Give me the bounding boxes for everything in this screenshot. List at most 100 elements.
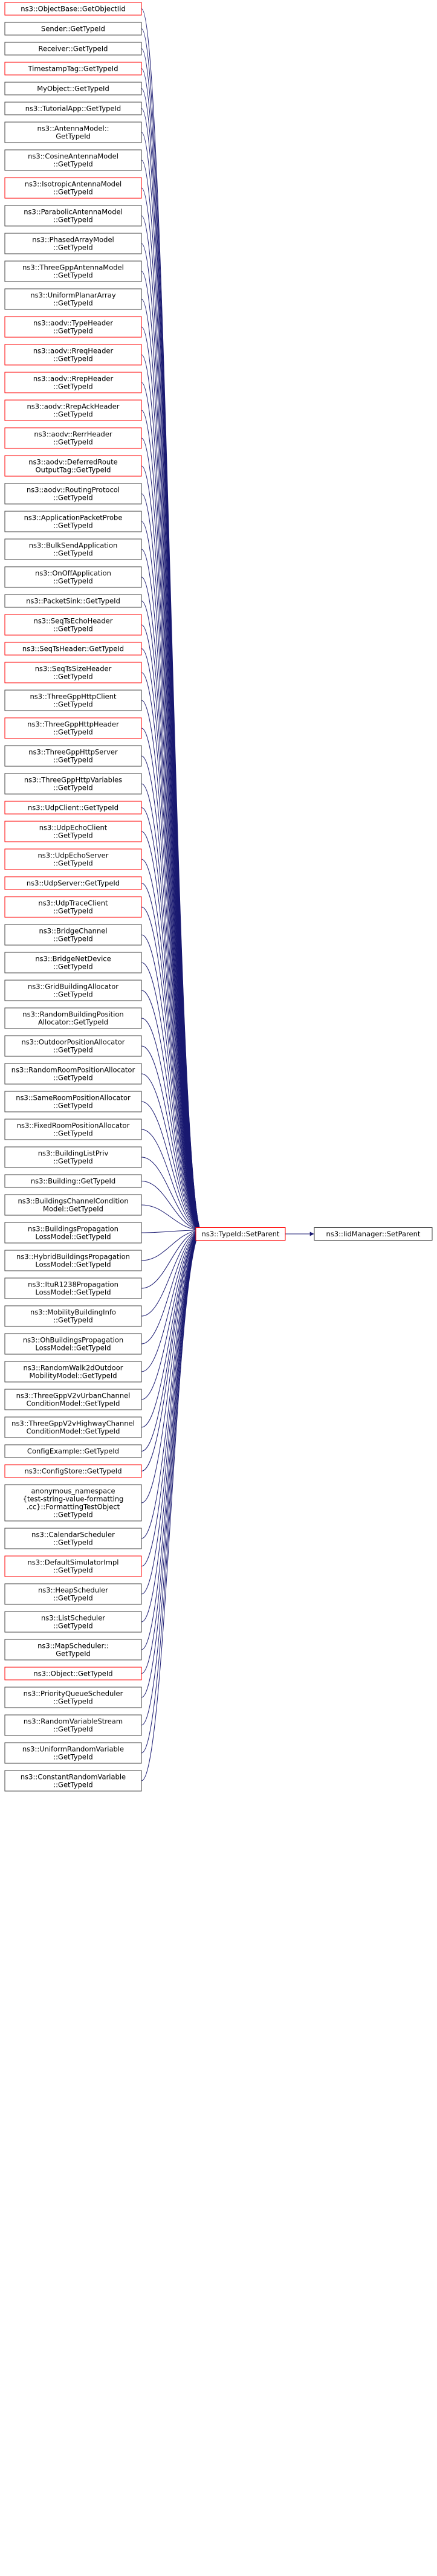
caller-node-box[interactable] [4, 427, 142, 449]
caller-node-label: ::GetTypeId [53, 1781, 92, 1789]
caller-nodes: ns3::ObjectBase::GetObjectIidSender::Get… [4, 2, 142, 1792]
caller-node-label: ns3::ObjectBase::GetObjectIid [21, 5, 125, 13]
caller-node[interactable]: ns3::aodv::TypeHeader::GetTypeId [4, 316, 142, 338]
caller-node-box [4, 1194, 142, 1216]
caller-node-box[interactable] [4, 801, 142, 815]
call-edge [141, 1232, 200, 1781]
caller-node[interactable]: ns3::Object::GetTypeId [4, 1667, 142, 1680]
center-node-box[interactable] [195, 1227, 286, 1241]
caller-node-label: MyObject::GetTypeId [37, 85, 109, 93]
caller-node-label: ns3::UdpClient::GetTypeId [28, 804, 118, 812]
call-edge [141, 962, 200, 1230]
caller-node[interactable]: ns3::ThreeGppHttpHeader::GetTypeId [4, 717, 142, 739]
caller-node-box[interactable] [4, 455, 142, 477]
caller-node-box[interactable] [4, 372, 142, 393]
caller-node[interactable]: ns3::UdpEchoServer::GetTypeId [4, 848, 142, 870]
caller-node-label: ::GetTypeId [53, 756, 92, 764]
caller-node-box[interactable] [4, 717, 142, 739]
caller-node-box [4, 1174, 142, 1188]
caller-node-box [4, 566, 142, 588]
caller-node-box[interactable] [4, 399, 142, 421]
caller-node-label: ::GetTypeId [53, 410, 92, 419]
caller-node-box [4, 205, 142, 227]
caller-node[interactable]: ns3::UdpServer::GetTypeId [4, 876, 142, 890]
caller-node-label: Receiver::GetTypeId [39, 45, 108, 53]
caller-node-box[interactable] [4, 2, 142, 16]
caller-node[interactable]: ns3::ObjectBase::GetObjectIid [4, 2, 142, 16]
caller-node-label: ns3::MapScheduler:: [37, 1642, 109, 1650]
caller-node-box[interactable] [4, 821, 142, 842]
caller-node[interactable]: ns3::UdpEchoClient::GetTypeId [4, 821, 142, 842]
caller-node-box[interactable] [4, 1555, 142, 1577]
caller-node-label: ns3::OutdoorPositionAllocator [21, 1038, 125, 1047]
caller-node-label: ns3::OnOffApplication [35, 569, 111, 578]
caller-node-label: ns3::BulkSendApplication [29, 541, 118, 550]
caller-node-label: Model::GetTypeId [43, 1205, 103, 1213]
call-edge [141, 1231, 200, 1650]
caller-node: ns3::TutorialApp::GetTypeId [4, 102, 142, 115]
caller-node-box[interactable] [4, 662, 142, 683]
caller-node[interactable]: ns3::SeqTsEchoHeader::GetTypeId [4, 614, 142, 636]
caller-node-label: ::GetTypeId [53, 1316, 92, 1325]
caller-node-label: ns3::ThreeGppHttpClient [30, 692, 117, 701]
caller-node-box [4, 924, 142, 946]
call-edge [141, 883, 200, 1230]
caller-node-label: ::GetTypeId [53, 990, 92, 999]
caller-node[interactable]: ns3::IsotropicAntennaModel::GetTypeId [4, 177, 142, 199]
caller-node-box [4, 82, 142, 95]
caller-node-label: ::GetTypeId [53, 1725, 92, 1734]
caller-node[interactable]: ns3::SeqTsSizeHeader::GetTypeId [4, 662, 142, 683]
caller-node: ns3::OhBuildingsPropagationLossModel::Ge… [4, 1333, 142, 1355]
caller-node-label: ::GetTypeId [53, 831, 92, 840]
caller-node-box [4, 1714, 142, 1736]
call-edge [141, 1045, 200, 1230]
caller-node: ns3::PacketSink::GetTypeId [4, 594, 142, 608]
caller-node-box[interactable] [4, 344, 142, 366]
caller-node-box[interactable] [4, 876, 142, 890]
caller-node-box[interactable] [4, 848, 142, 870]
caller-node: ns3::RandomVariableStream::GetTypeId [4, 1714, 142, 1736]
caller-node[interactable]: ns3::aodv::DeferredRouteOutputTag::GetTy… [4, 455, 142, 477]
caller-node-label: .cc}::FormattingTestObject [27, 1503, 120, 1511]
caller-node-box [4, 952, 142, 973]
caller-node-box [4, 1444, 142, 1458]
caller-node-box[interactable] [4, 642, 142, 656]
caller-node-label: ::GetTypeId [53, 728, 92, 737]
call-edge [141, 1230, 200, 1317]
caller-node-box[interactable] [4, 1667, 142, 1680]
call-edge [141, 859, 200, 1230]
caller-node: ns3::ParabolicAntennaModel::GetTypeId [4, 205, 142, 227]
caller-node-label: ns3::ThreeGppV2vUrbanChannel [16, 1392, 131, 1400]
caller-node-label: ns3::RandomWalk2dOutdoor [23, 1364, 123, 1372]
caller-node-box [4, 1583, 142, 1605]
caller-node-box [4, 22, 142, 36]
caller-node-label: ::GetTypeId [53, 1157, 92, 1166]
caller-node[interactable]: ns3::DefaultSimulatorImpl::GetTypeId [4, 1555, 142, 1577]
caller-node[interactable]: ns3::aodv::RreqHeader::GetTypeId [4, 344, 142, 366]
caller-node: ns3::RandomWalk2dOutdoorMobilityModel::G… [4, 1361, 142, 1383]
center-node[interactable]: ns3::TypeId::SetParent [195, 1227, 286, 1241]
caller-node[interactable]: ns3::aodv::RerrHeader::GetTypeId [4, 427, 142, 449]
caller-node[interactable]: TimestampTag::GetTypeId [4, 62, 142, 76]
call-edge [141, 1230, 200, 1400]
caller-node-box[interactable] [4, 62, 142, 76]
caller-node-box[interactable] [4, 896, 142, 918]
caller-node: ns3::BridgeNetDevice::GetTypeId [4, 952, 142, 973]
caller-node[interactable]: ns3::ConfigStore::GetTypeId [4, 1464, 142, 1478]
caller-node[interactable]: ns3::aodv::RrepHeader::GetTypeId [4, 372, 142, 393]
caller-node[interactable]: ns3::SeqTsHeader::GetTypeId [4, 642, 142, 656]
caller-node: ns3::ListScheduler::GetTypeId [4, 1611, 142, 1633]
caller-node[interactable]: ns3::aodv::RrepAckHeader::GetTypeId [4, 399, 142, 421]
caller-node-box[interactable] [4, 1464, 142, 1478]
caller-node[interactable]: ns3::UdpTraceClient::GetTypeId [4, 896, 142, 918]
caller-node-box[interactable] [4, 177, 142, 199]
caller-node-label: ns3::HybridBuildingsPropagation [16, 1253, 130, 1261]
caller-node-box [4, 1007, 142, 1029]
caller-node-label: ns3::ThreeGppHttpHeader [27, 720, 119, 729]
caller-node-box[interactable] [4, 316, 142, 338]
target-node-box [314, 1227, 433, 1241]
caller-node-box [4, 594, 142, 608]
caller-node[interactable]: ns3::UdpClient::GetTypeId [4, 801, 142, 815]
caller-node-box [4, 102, 142, 115]
caller-node-box[interactable] [4, 614, 142, 636]
